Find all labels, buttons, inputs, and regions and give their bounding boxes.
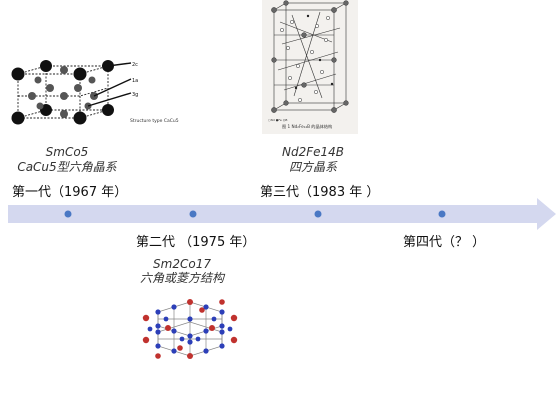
gen3-label: 第三代（1983 年 ） [260, 185, 380, 200]
timeline-node-1 [64, 210, 72, 218]
gen3-structure: 四方晶系 [288, 160, 337, 174]
timeline-node-2 [189, 210, 197, 218]
timeline-node-4 [438, 210, 446, 218]
ndfeb-figure-caption: 图 1 Nd₂Fe₁₄B 的晶体结构 [282, 124, 333, 129]
smco5-figure-caption: Structure type CaCu5 [130, 118, 179, 124]
gen2-compound: Sm2Co17 [153, 257, 211, 271]
gen2-label: 第二代 （1975 年） [136, 235, 256, 250]
gen1-structure: CaCu5型六角晶系 [17, 160, 117, 174]
gen1-compound: SmCo5 [45, 145, 89, 159]
smco5-structure-figure: 2c 1a 3g Structure type CaCu5 [11, 60, 179, 125]
gen1-label: 第一代（1967 年） [12, 185, 128, 200]
timeline-node-3 [314, 210, 322, 218]
svg-text:○Nd ●Fe ◎B: ○Nd ●Fe ◎B [268, 118, 287, 122]
site-label-1a: 1a [132, 78, 138, 84]
gen3-compound: Nd2Fe14B [281, 145, 344, 159]
site-label-3g: 3g [132, 92, 138, 98]
ndfeb-structure-figure: ○Nd ●Fe ◎B 图 1 Nd₂Fe₁₄B 的晶体结构 [262, 0, 358, 134]
gen4-label: 第四代（？ ） [403, 235, 486, 250]
sm2co17-structure-figure [142, 299, 238, 359]
site-label-2c: 2c [132, 62, 138, 68]
gen2-structure: 六角或菱方结构 [139, 271, 224, 285]
